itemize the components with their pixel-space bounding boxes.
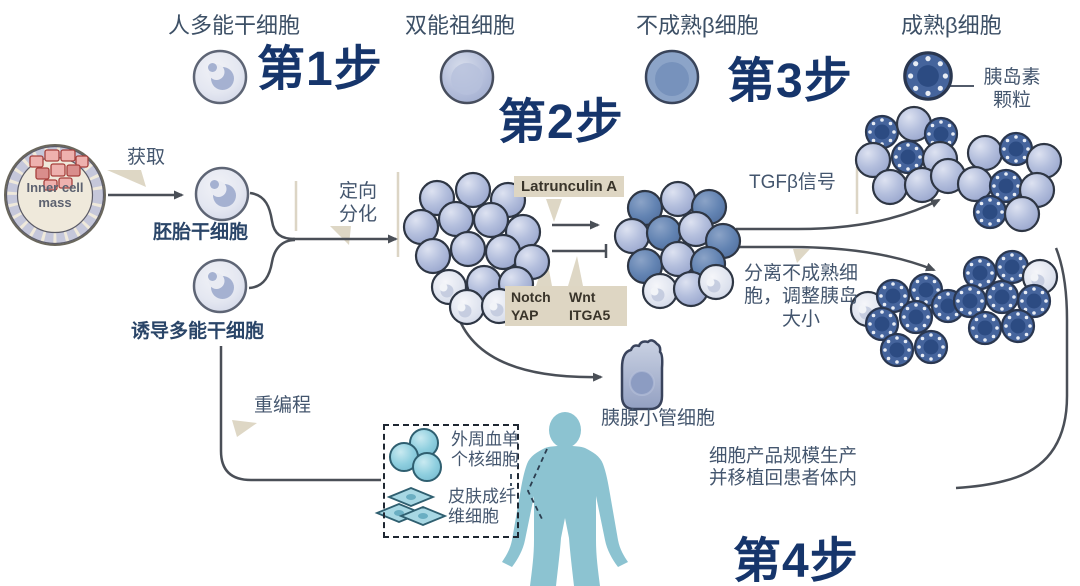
- label-ips-cell: 诱导多能干细胞: [131, 321, 265, 342]
- arrow-tgfb-bottom: [736, 245, 936, 272]
- label-pbmc: 外周血单 个核细胞: [451, 430, 519, 470]
- islet-cluster-bottom-a: [849, 272, 966, 368]
- step-4-heading: 第4步: [733, 535, 859, 586]
- label-immature-beta: 不成熟β细胞: [636, 13, 759, 38]
- immature-beta-cell: [644, 49, 700, 105]
- label-es-cell: 胚胎干细胞: [153, 222, 249, 243]
- hpsc-cell: [192, 49, 248, 105]
- label-reprogram: 重编程: [254, 395, 312, 416]
- cell-cluster-mixed: [613, 180, 742, 310]
- mature-beta-cell: [903, 51, 953, 101]
- islet-cluster-top-a: [854, 105, 967, 206]
- arrow-tgfb-top: [736, 198, 941, 231]
- islet-cluster-top-b: [956, 131, 1063, 233]
- merge-curve-top: [249, 191, 296, 241]
- pancreatic-duct-cell: [620, 339, 664, 411]
- notch-yap-box: Notch YAP: [505, 286, 563, 327]
- label-tgfb-signal: TGFβ信号: [749, 172, 836, 193]
- pbmc-cells: [389, 428, 442, 482]
- label-production: 细胞产品规模生产 并移植回患者体内: [709, 445, 858, 489]
- label-duct-cell: 胰腺小管细胞: [601, 408, 716, 429]
- flow-arrows: [108, 78, 1069, 490]
- transplant-curve: [955, 247, 1069, 490]
- islet-cluster-bottom-b: [952, 249, 1059, 346]
- label-hpsc: 人多能干细胞: [168, 13, 301, 38]
- fibroblast-cells: [374, 487, 448, 526]
- patient-figure: [502, 412, 628, 586]
- label-inner-cell-mass: Inner cell mass: [26, 180, 84, 210]
- step-3-heading: 第3步: [727, 55, 853, 108]
- label-fibroblast: 皮肤成纤 维细胞: [448, 487, 516, 527]
- label-directed-differentiation: 定向 分化: [338, 181, 377, 225]
- latrunculin-box: Latrunculin A: [514, 176, 625, 197]
- inner-cell-mass-cells: [29, 149, 89, 191]
- reprogram-curve: [219, 346, 381, 482]
- label-mature-beta: 成熟β细胞: [901, 13, 1002, 38]
- merge-curve-bottom: [248, 238, 296, 290]
- inner-cell-mass-blastocyst: [4, 144, 106, 246]
- label-insulin-granule: 胰岛素 颗粒: [983, 67, 1041, 111]
- ips-cell: [192, 258, 248, 314]
- label-bipotent: 双能祖细胞: [405, 13, 516, 38]
- label-obtain: 获取: [127, 147, 166, 168]
- patient-source-dashed-lines: [510, 448, 548, 522]
- step-2-heading: 第2步: [498, 96, 624, 149]
- step-1-heading: 第1步: [257, 43, 383, 96]
- label-separate-immature: 分离不成熟细 胞，调整胰岛 大小: [743, 263, 858, 330]
- stage-divider-lines: [294, 167, 859, 257]
- bipotent-progenitor-cell: [439, 49, 495, 105]
- wnt-itga5-box: Wnt ITGA5: [563, 286, 627, 327]
- source-cells-box: [383, 424, 519, 538]
- es-cell: [194, 166, 250, 222]
